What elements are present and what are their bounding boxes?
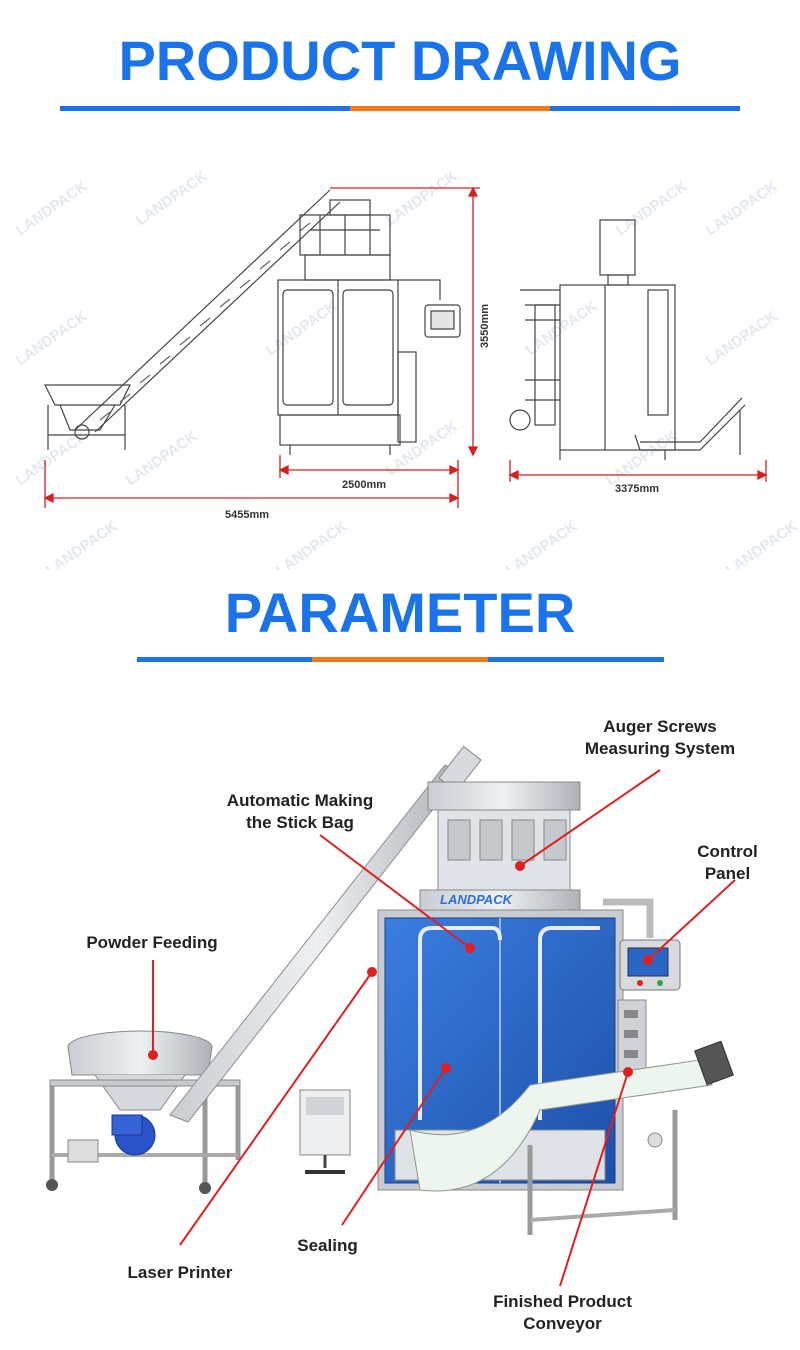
chiller	[299, 1089, 351, 1174]
leader-control-panel	[647, 879, 736, 961]
front-cabinet	[277, 279, 461, 455]
dim-total-length: 5455mm	[225, 509, 269, 521]
title-underline	[60, 106, 740, 111]
dim-machine-width: 2500mm	[342, 479, 386, 491]
powder-hopper	[46, 1030, 241, 1194]
control-panel-unit	[603, 898, 681, 1081]
front-top-structure	[299, 199, 391, 281]
callout-powder-feeding: Powder Feeding	[86, 933, 218, 952]
callout-auger-screws: Auger Screws Measuring System	[584, 717, 736, 758]
machine-brand-logo: LANDPACK	[440, 892, 514, 907]
callout-control-panel: Control Panel	[697, 842, 758, 883]
front-incline-conveyor	[74, 189, 341, 433]
product-drawing: 5455mm 2500mm 3550mm 3375mm	[43, 186, 768, 521]
dim-height: 3550mm	[479, 304, 491, 348]
leader-sealing	[341, 1067, 447, 1226]
callout-stick-bag: Automatic Making the Stick Bag	[226, 791, 374, 832]
machine-illustration: LANDPACK	[46, 745, 736, 1287]
callout-conveyor: Finished Product Conveyor	[493, 1292, 632, 1333]
callout-laser-printer: Laser Printer	[127, 1263, 233, 1282]
leader-laser-printer	[179, 971, 373, 1246]
front-hopper	[44, 384, 131, 450]
incline-screw-conveyor	[169, 745, 482, 1123]
leader-stick-bag	[319, 834, 471, 949]
dim-side-length: 3375mm	[615, 483, 659, 495]
leader-auger	[519, 769, 661, 867]
side-view	[509, 219, 746, 460]
callout-sealing: Sealing	[297, 1236, 358, 1255]
finished-product-conveyor	[409, 1040, 734, 1235]
product-drawing-title: PRODUCT DRAWING	[118, 29, 682, 92]
parameter-title: PARAMETER	[224, 581, 576, 644]
parameter-underline	[137, 657, 664, 662]
leader-conveyor	[559, 1071, 629, 1287]
